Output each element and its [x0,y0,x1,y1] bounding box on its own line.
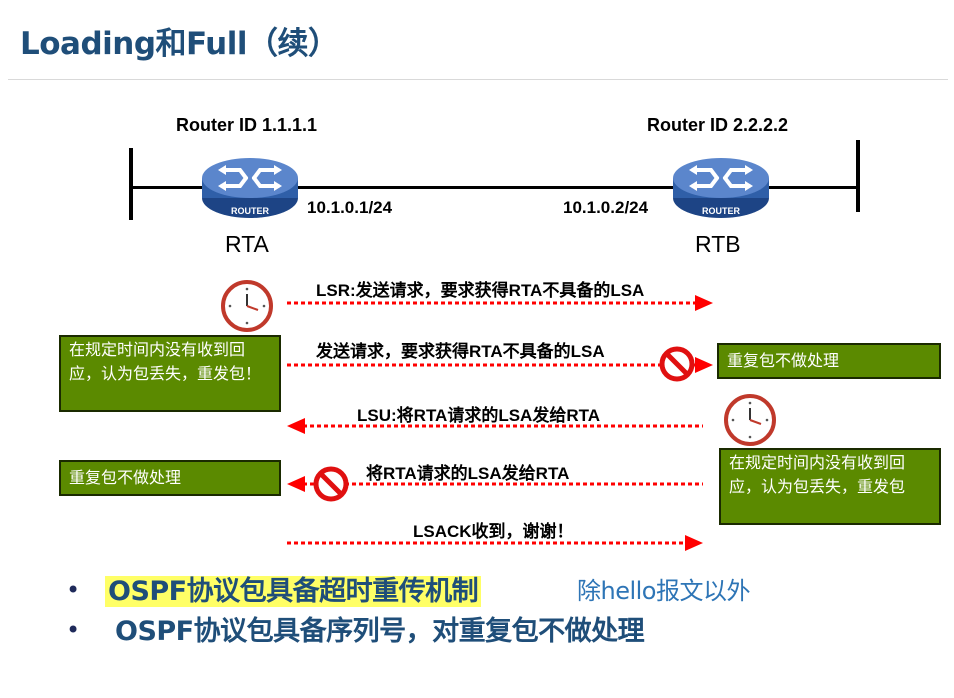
bullet-marker: • [66,616,81,644]
left-duplicate-box: 重复包不做处理 [59,460,281,496]
arrow-lsu-left [287,418,703,434]
arrow-lsack-right [287,535,703,551]
rta-router-label: ROUTER [231,206,270,216]
rtb-timer-clock-icon [724,394,776,446]
arrow-lsr-retransmit-right [287,357,713,373]
left-timeout-box: 在规定时间内没有收到回应，认为包丢失，重发包！ [59,335,281,412]
bullet-1: OSPF协议包具备超时重传机制 [105,569,482,608]
bullet-2-text: OSPF协议包具备序列号，对重复包不做处理 [115,616,645,647]
message-lsu-label: LSU:将RTA请求的LSA发给RTA [357,406,601,425]
rtb-router-label: ROUTER [702,206,741,216]
bullet-1-text: OSPF协议包具备超时重传机制 [105,576,482,607]
discard-forbidden-icon [659,346,695,382]
rtb-router-icon: ROUTER [673,158,769,218]
message-lsr-label: LSR:发送请求，要求获得RTA不具备的LSA [316,281,645,300]
rta-ip-address: 10.1.0.1/24 [307,198,393,217]
rta-timer-clock-icon [221,280,273,332]
page-title: Loading和Full（续） [20,26,339,62]
title-divider [8,79,948,80]
bullet-marker: • [66,576,81,604]
message-lsack-label: LSACK收到，谢谢！ [413,522,574,541]
message-lsu-retransmit-label: 将RTA请求的LSA发给RTA [366,464,570,483]
discard-forbidden-icon-left [313,466,349,502]
rtb-ip-address: 10.1.0.2/24 [563,198,649,217]
right-duplicate-box: 重复包不做处理 [717,343,941,379]
rta-router-icon: ROUTER [202,158,298,218]
network-link [131,186,858,189]
arrow-lsu-retransmit-left [287,476,703,492]
right-network-bar [856,140,860,212]
rtb-router-id: Router ID 2.2.2.2 [647,115,789,135]
rta-router-id: Router ID 1.1.1.1 [176,115,318,135]
exception-note: 除hello报文以外 [577,577,751,605]
rtb-name: RTB [695,231,741,257]
left-network-bar [129,148,133,220]
rta-name: RTA [225,231,269,257]
arrow-lsr-right [287,295,713,311]
message-lsr-retransmit-label: 发送请求，要求获得RTA不具备的LSA [316,342,605,361]
right-timeout-box: 在规定时间内没有收到回应，认为包丢失，重发包 [719,448,941,525]
